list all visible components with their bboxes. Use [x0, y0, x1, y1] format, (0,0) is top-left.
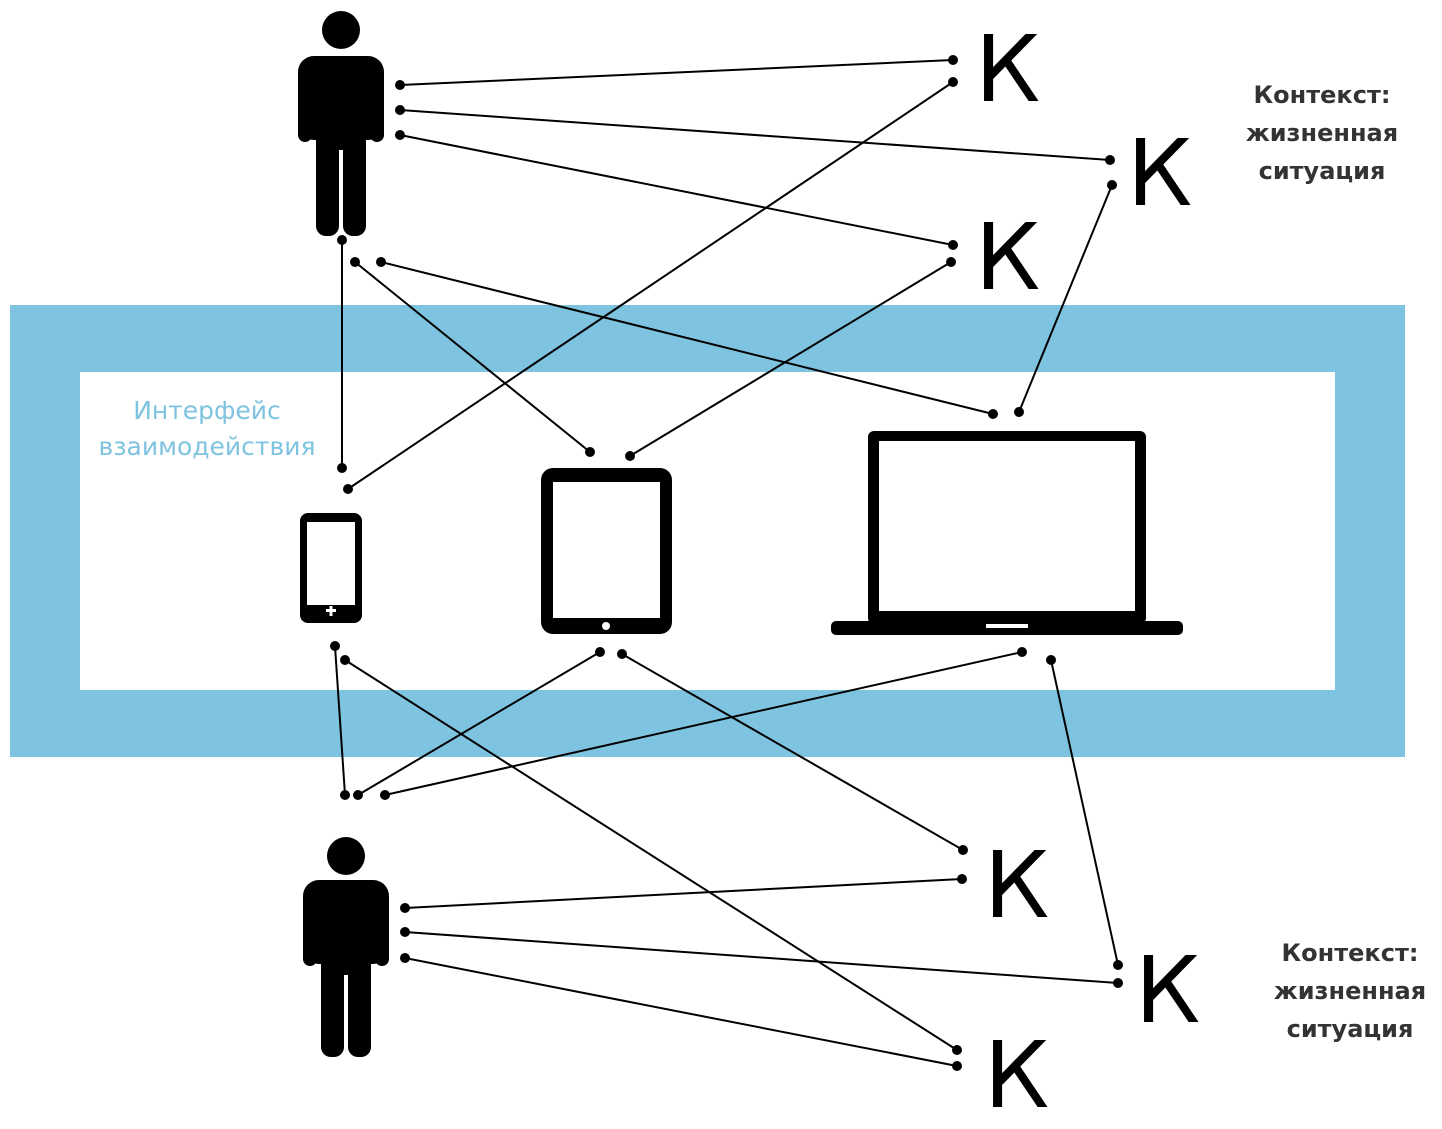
connector-line [354, 261, 591, 453]
connector-dot [395, 130, 405, 140]
connector-line [357, 651, 601, 796]
context-label-top-line3: ситуация [1258, 157, 1386, 185]
connector-line [404, 931, 1119, 984]
context-label-bottom-line2: жизненная [1273, 977, 1427, 1005]
connector-line [380, 261, 994, 415]
connector-dot [340, 790, 350, 800]
connector-line [1018, 184, 1113, 413]
context-label-top: Контекст: жизненная ситуация [1222, 76, 1422, 190]
connector-dot [617, 649, 627, 659]
interface-frame [10, 305, 1405, 757]
connector-dot [400, 903, 410, 913]
connector-dot [1046, 655, 1056, 665]
context-label-top-line2: жизненная [1245, 119, 1399, 147]
connector-line [404, 957, 958, 1067]
connector-dot [958, 845, 968, 855]
connector-dot [952, 1045, 962, 1055]
connector-dot [400, 927, 410, 937]
context-k-bottom-3: К [984, 1022, 1050, 1129]
context-label-bottom-line1: Контекст: [1281, 939, 1419, 967]
interface-label-line2: взаимодействия [98, 432, 316, 461]
context-label-top-line1: Контекст: [1253, 81, 1391, 109]
connector-line [621, 653, 964, 851]
connector-dot [1017, 647, 1027, 657]
context-k-top-2: К [1127, 120, 1193, 227]
connector-dot [1113, 960, 1123, 970]
connector-dot [395, 105, 405, 115]
connector-dot [1014, 407, 1024, 417]
connector-dot [625, 451, 635, 461]
connector-line [399, 59, 954, 86]
smartphone-icon [300, 513, 362, 623]
connector-line [629, 261, 952, 457]
connector-lines [330, 55, 1123, 1071]
connector-line [384, 651, 1023, 796]
connector-dot [988, 409, 998, 419]
connector-line [404, 878, 963, 909]
connector-dot [585, 447, 595, 457]
context-k-top-1: К [975, 16, 1041, 123]
laptop-icon [831, 431, 1183, 635]
connector-line [344, 659, 958, 1051]
connector-dot [1113, 978, 1123, 988]
connector-dot [350, 257, 360, 267]
connector-dot [400, 953, 410, 963]
person-icon-top [298, 11, 384, 236]
connector-dot [948, 77, 958, 87]
interface-label-line1: Интерфейс [133, 396, 281, 425]
person-icon-bottom [303, 837, 389, 1057]
context-k-bottom-2: К [1135, 937, 1201, 1044]
context-label-bottom: Контекст: жизненная ситуация [1250, 934, 1442, 1048]
connector-dot [957, 874, 967, 884]
connector-dot [1105, 155, 1115, 165]
connector-dot [395, 80, 405, 90]
interface-label: Интерфейс взаимодействия [67, 393, 347, 465]
connector-line [399, 134, 954, 246]
connector-dot [1107, 180, 1117, 190]
connector-line [1050, 659, 1119, 966]
connector-dot [948, 240, 958, 250]
context-k-bottom-1: К [984, 832, 1050, 939]
connector-line [347, 81, 954, 490]
connector-dot [330, 641, 340, 651]
connector-line [399, 109, 1111, 161]
connector-dot [595, 647, 605, 657]
context-label-bottom-line3: ситуация [1286, 1015, 1414, 1043]
connector-dot [948, 55, 958, 65]
connector-dot [376, 257, 386, 267]
connector-dot [946, 257, 956, 267]
connector-dot [343, 484, 353, 494]
connector-dot [337, 235, 347, 245]
tablet-icon [541, 468, 672, 634]
connector-dot [340, 655, 350, 665]
context-k-top-3: К [975, 204, 1041, 311]
connector-line [334, 645, 346, 796]
connector-dot [380, 790, 390, 800]
connector-dot [952, 1061, 962, 1071]
connector-dot [337, 463, 347, 473]
connector-dot [353, 790, 363, 800]
